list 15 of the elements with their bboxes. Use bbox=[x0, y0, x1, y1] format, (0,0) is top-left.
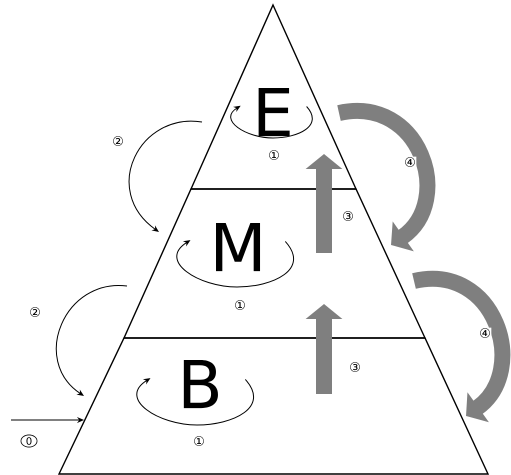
circled-number: ④ bbox=[404, 156, 416, 168]
circled-number: ④ bbox=[478, 328, 492, 338]
loop-arrow bbox=[176, 240, 294, 288]
curved-arrow bbox=[128, 120, 202, 232]
circled-number: ② bbox=[28, 306, 42, 318]
loop-arrow bbox=[230, 106, 313, 138]
circled-number: ② bbox=[112, 136, 124, 146]
circled-number: ① bbox=[192, 436, 206, 446]
circled-number: ③ bbox=[348, 362, 362, 372]
circled-number: ① bbox=[234, 300, 246, 310]
circled-number: 0 bbox=[20, 434, 38, 448]
loop-arrow bbox=[136, 378, 254, 426]
curved-arrow bbox=[56, 285, 128, 396]
circled-number: ① bbox=[268, 150, 280, 160]
circled-number: ③ bbox=[342, 210, 354, 222]
